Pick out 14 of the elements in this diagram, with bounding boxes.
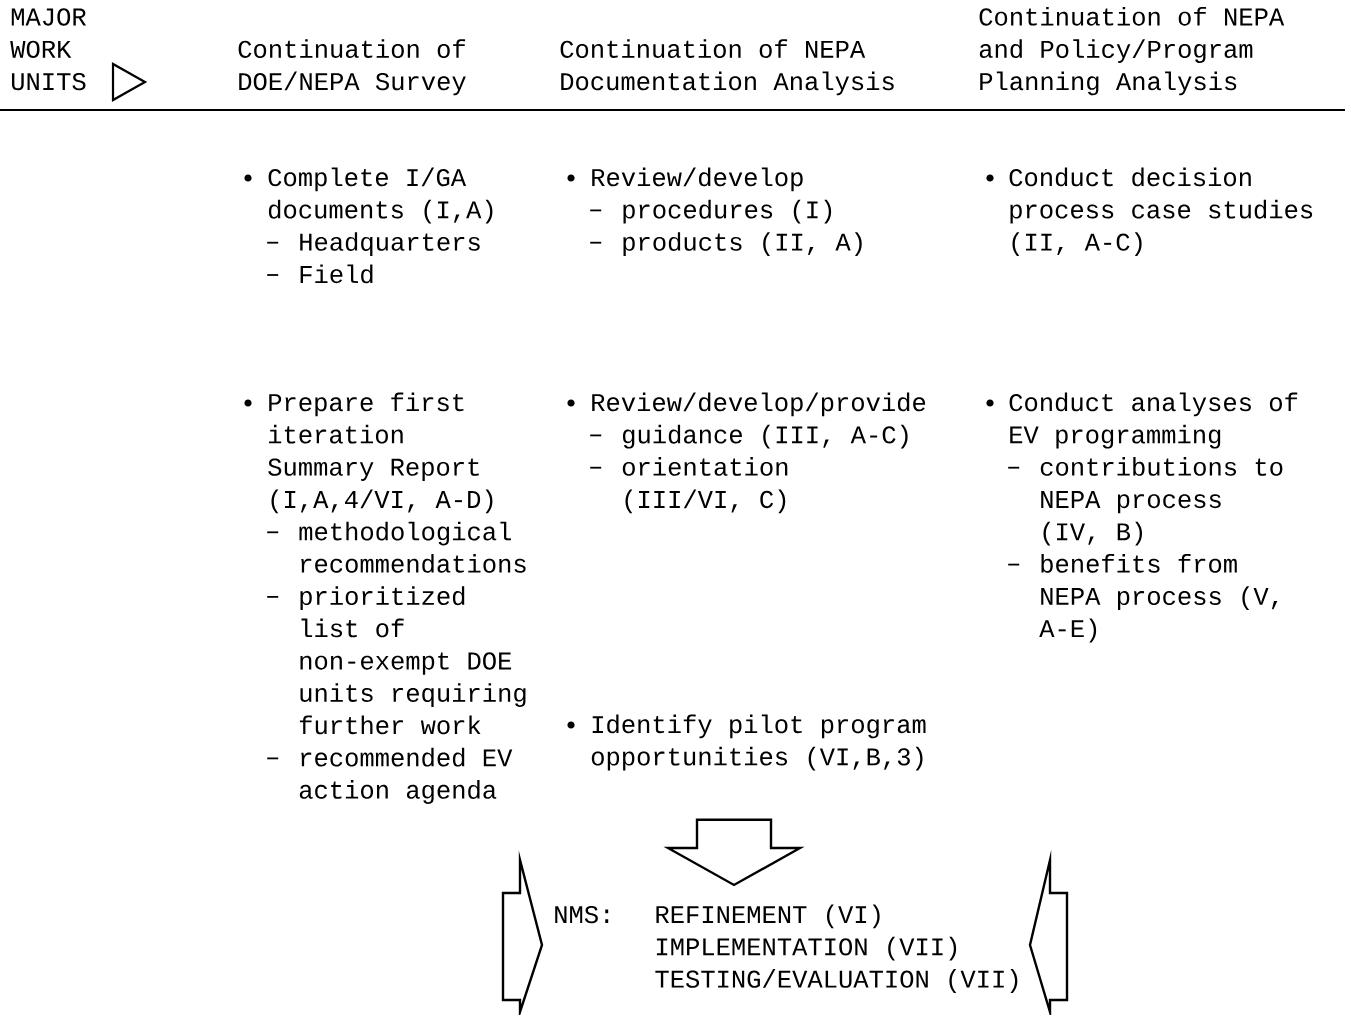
bullet-item: Review/develop/provide guidance (III, A-C) orientation (III/VI, C)	[589, 392, 926, 514]
bullet-item: Complete I/GA documents (I,A) Headquarters Field	[266, 167, 493, 284]
bullet-item: Conduct decision process case studies (II, A-C)	[1009, 167, 1313, 256]
hollow-arrow	[663, 818, 805, 887]
header-text: Continuation of NEPA Documentation Analysis	[560, 39, 894, 96]
header-text: Continuation of NEPA and Policy/Program Planning Analysis	[979, 6, 1285, 96]
header-text: MAJOR WORK UNITS	[10, 8, 87, 91]
bullet-item: Review/develop procedures (I) products (II, A)	[589, 167, 862, 256]
bullet-item: Conduct analyses of EV programming contributions to NEPA process (IV, B) benefits from NEPA process (V, A-E)	[1007, 392, 1298, 643]
hollow-arrow	[501, 850, 544, 1015]
bullet-item: Identify pilot program opportunities (VI,B,3)	[591, 714, 926, 771]
result-text: NMS: REFINEMENT (VI) IMPLEMENTATION (VII) TESTING/EVALUATION (VII)	[555, 904, 1018, 993]
header-text: Continuation of DOE/NEPA Survey	[238, 39, 466, 96]
bullet-item: Prepare first iteration Summary Report (I,A,4/VI, A-D) methodological recommendations prioritized list of non-exempt DOE units requiring further work recommended EV action agenda	[266, 392, 526, 804]
